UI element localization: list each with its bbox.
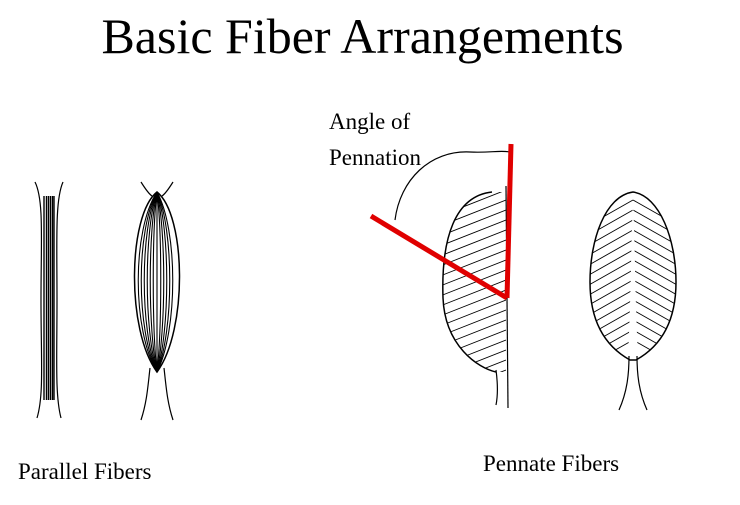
- fusiform-muscle: [133, 181, 181, 421]
- bipennate-muscle: [589, 191, 677, 411]
- pennate-fibers-label: Pennate Fibers: [483, 451, 620, 476]
- parallel-fibers-label: Parallel Fibers: [18, 459, 152, 484]
- strap-muscle: [34, 181, 64, 419]
- pennation-angle-marker: [369, 143, 514, 301]
- fiber-direction-line: [369, 213, 509, 301]
- page-title: Basic Fiber Arrangements: [101, 8, 624, 64]
- angle-label-line-1: Angle of: [329, 109, 411, 134]
- angle-arc: [394, 150, 511, 221]
- angle-label-line-2: Pennation: [329, 145, 421, 170]
- angle-of-pennation-label: Angle of Pennation: [329, 104, 421, 176]
- unipennate-muscle: [442, 185, 509, 409]
- central-tendon: [628, 200, 638, 356]
- tendon-axis-line: [504, 143, 514, 299]
